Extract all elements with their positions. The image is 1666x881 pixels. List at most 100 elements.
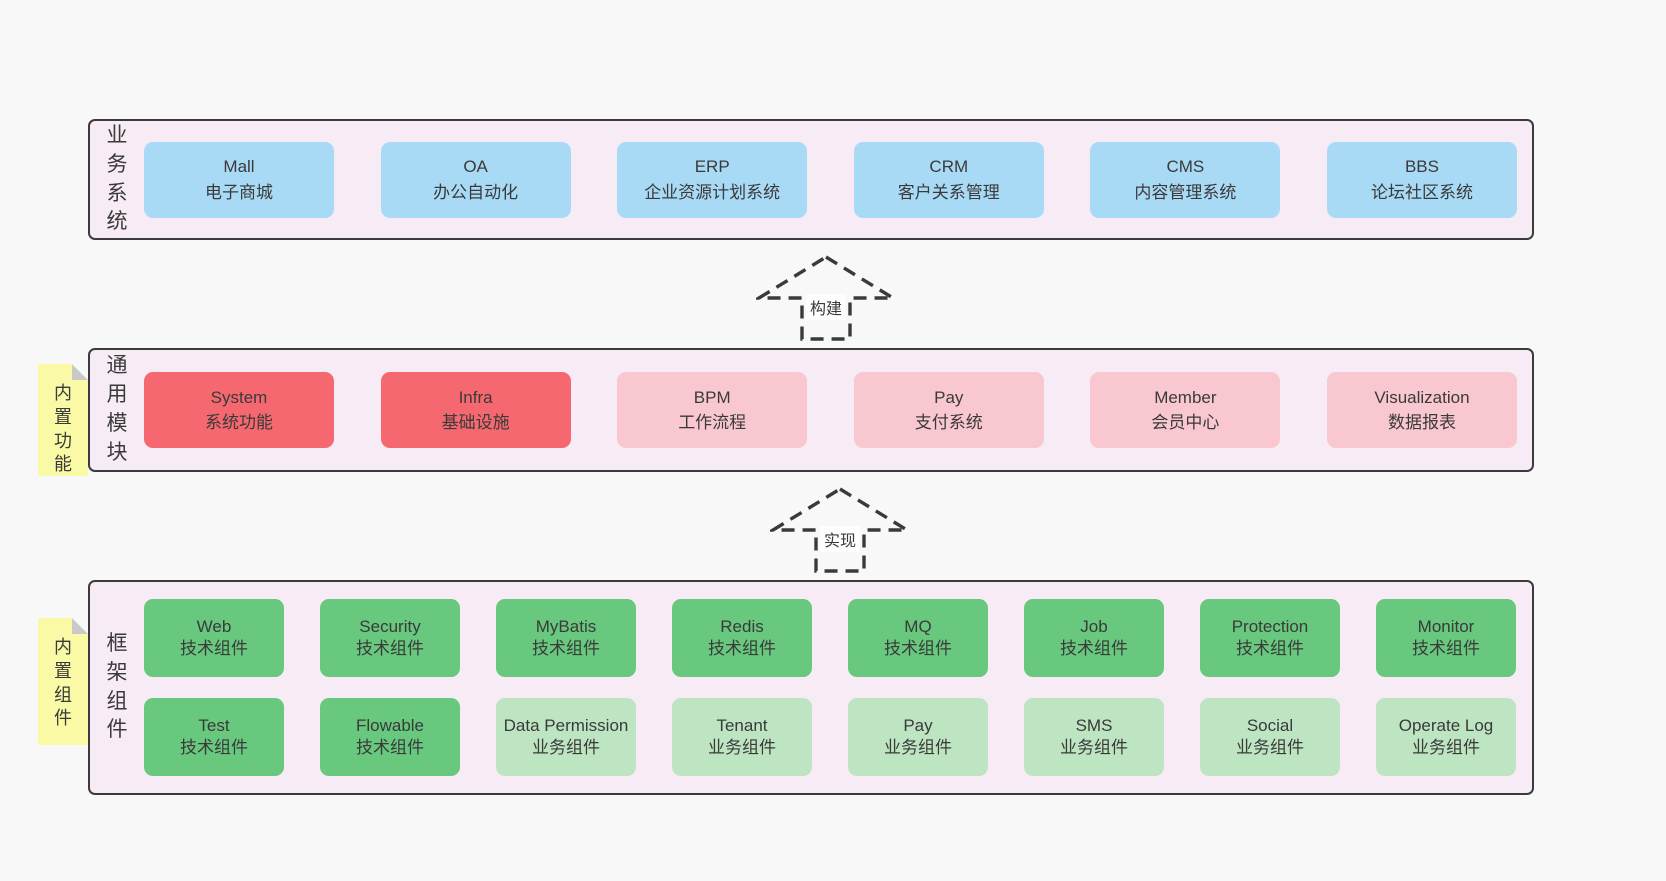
- box-title: Mall: [223, 157, 255, 176]
- components-grid: Web 技术组件 Security 技术组件 MyBatis 技术组件 Redi…: [133, 582, 1532, 793]
- box-bpm: BPM 工作流程: [617, 372, 808, 448]
- layer-modules-label: 通用模块: [106, 354, 128, 464]
- box-subtitle: 业务组件: [532, 738, 600, 757]
- layer-business-label: 业务系统: [106, 123, 128, 234]
- box-title: BPM: [693, 387, 731, 407]
- box-bbs: BBS 论坛社区系统: [1326, 141, 1517, 218]
- box-oa: OA 办公自动化: [380, 141, 571, 218]
- box-data-permission: Data Permission 业务组件: [496, 698, 636, 776]
- box-mybatis: MyBatis 技术组件: [496, 599, 636, 677]
- box-title: Test: [198, 715, 230, 735]
- box-job: Job 技术组件: [1024, 599, 1164, 677]
- box-title: Infra: [458, 387, 493, 407]
- box-subtitle: 办公自动化: [433, 182, 519, 202]
- modules-box-row: System 系统功能 Infra 基础设施 BPM 工作流程 Pay 支付系统…: [133, 350, 1532, 470]
- box-subtitle: 技术组件: [532, 639, 600, 658]
- box-subtitle: 数据报表: [1387, 413, 1456, 432]
- layer-components-label: 框架组件: [106, 631, 128, 742]
- box-social: Social 业务组件: [1200, 698, 1340, 776]
- box-mq: MQ 技术组件: [848, 599, 988, 677]
- box-title: MQ: [904, 616, 932, 636]
- layer-common-modules: 通用模块 System 系统功能 Infra 基础设施 BPM 工作流程 Pay…: [88, 348, 1534, 472]
- box-subtitle: 技术组件: [1412, 639, 1480, 658]
- box-title: CRM: [929, 157, 969, 176]
- box-sms: SMS 业务组件: [1024, 698, 1164, 776]
- sticky-label: 内置功能: [54, 383, 72, 475]
- implement-arrow-label: 实现: [819, 526, 861, 552]
- box-title: OA: [463, 157, 488, 176]
- box-subtitle: 技术组件: [180, 738, 248, 757]
- box-subtitle: 技术组件: [708, 639, 776, 658]
- box-title: Pay: [903, 715, 933, 735]
- box-subtitle: 基础设施: [441, 413, 510, 432]
- box-redis: Redis 技术组件: [672, 599, 812, 677]
- box-title: Operate Log: [1398, 715, 1494, 735]
- box-subtitle: 业务组件: [1060, 738, 1128, 757]
- box-title: CMS: [1166, 157, 1205, 176]
- box-title: BBS: [1404, 157, 1439, 176]
- box-subtitle: 业务组件: [884, 738, 952, 757]
- layer-business-systems: 业务系统 Mall 电子商城 OA 办公自动化 ERP 企业资源计划系统 CRM…: [88, 119, 1534, 240]
- box-subtitle: 业务组件: [708, 738, 776, 757]
- box-subtitle: 企业资源计划系统: [644, 182, 781, 202]
- components-row-2: Test 技术组件 Flowable 技术组件 Data Permission …: [144, 698, 1516, 776]
- box-title: Protection: [1231, 616, 1309, 636]
- box-subtitle: 技术组件: [1236, 639, 1304, 658]
- components-row-1: Web 技术组件 Security 技术组件 MyBatis 技术组件 Redi…: [144, 599, 1516, 677]
- box-title: Flowable: [355, 715, 425, 735]
- box-subtitle: 系统功能: [205, 413, 273, 432]
- box-erp: ERP 企业资源计划系统: [617, 141, 808, 218]
- box-title: Monitor: [1417, 616, 1475, 636]
- sticky-built-in-components: 内置组件: [38, 618, 88, 745]
- box-subtitle: 业务组件: [1236, 738, 1304, 757]
- box-pay: Pay 支付系统: [853, 372, 1044, 448]
- up-arrow-icon: [756, 255, 896, 341]
- box-title: Job: [1080, 616, 1108, 636]
- box-security: Security 技术组件: [320, 599, 460, 677]
- box-subtitle: 支付系统: [914, 413, 983, 432]
- box-subtitle: 会员中心: [1151, 413, 1220, 432]
- box-title: SMS: [1075, 715, 1113, 735]
- box-title: Web: [196, 616, 232, 636]
- box-operate-log: Operate Log 业务组件: [1376, 698, 1516, 776]
- box-test: Test 技术组件: [144, 698, 284, 776]
- box-web: Web 技术组件: [144, 599, 284, 677]
- box-cms: CMS 内容管理系统: [1090, 141, 1281, 218]
- box-subtitle: 客户关系管理: [897, 182, 1000, 202]
- box-pay-biz: Pay 业务组件: [848, 698, 988, 776]
- box-subtitle: 技术组件: [884, 639, 952, 658]
- box-title: Visualization: [1374, 387, 1470, 407]
- box-title: Security: [359, 616, 421, 636]
- box-title: ERP: [694, 157, 730, 176]
- box-subtitle: 技术组件: [180, 639, 248, 658]
- box-title: Data Permission: [503, 715, 629, 735]
- box-infra: Infra 基础设施: [380, 372, 571, 448]
- box-subtitle: 技术组件: [356, 738, 424, 757]
- implement-arrow: 实现: [770, 486, 910, 574]
- box-title: Member: [1154, 387, 1217, 407]
- box-system: System 系统功能: [144, 372, 334, 448]
- sticky-fold-icon: [72, 364, 88, 380]
- box-flowable: Flowable 技术组件: [320, 698, 460, 776]
- box-title: Tenant: [716, 715, 768, 735]
- box-subtitle: 工作流程: [678, 413, 747, 432]
- box-title: Redis: [720, 616, 764, 636]
- sticky-label: 内置组件: [54, 637, 72, 729]
- box-subtitle: 电子商城: [205, 182, 273, 202]
- box-title: System: [210, 387, 268, 407]
- box-subtitle: 技术组件: [1060, 639, 1128, 658]
- box-title: Social: [1246, 715, 1294, 735]
- box-protection: Protection 技术组件: [1200, 599, 1340, 677]
- sticky-fold-icon: [72, 618, 88, 634]
- box-subtitle: 论坛社区系统: [1370, 182, 1473, 202]
- box-crm: CRM 客户关系管理: [853, 141, 1044, 218]
- up-arrow-icon: [770, 487, 910, 573]
- build-arrow: 构建: [756, 254, 896, 342]
- box-mall: Mall 电子商城: [144, 141, 334, 218]
- box-monitor: Monitor 技术组件: [1376, 599, 1516, 677]
- sticky-built-in-features: 内置功能: [38, 364, 88, 476]
- box-subtitle: 业务组件: [1412, 738, 1480, 757]
- build-arrow-label: 构建: [805, 294, 847, 320]
- box-subtitle: 内容管理系统: [1134, 182, 1237, 202]
